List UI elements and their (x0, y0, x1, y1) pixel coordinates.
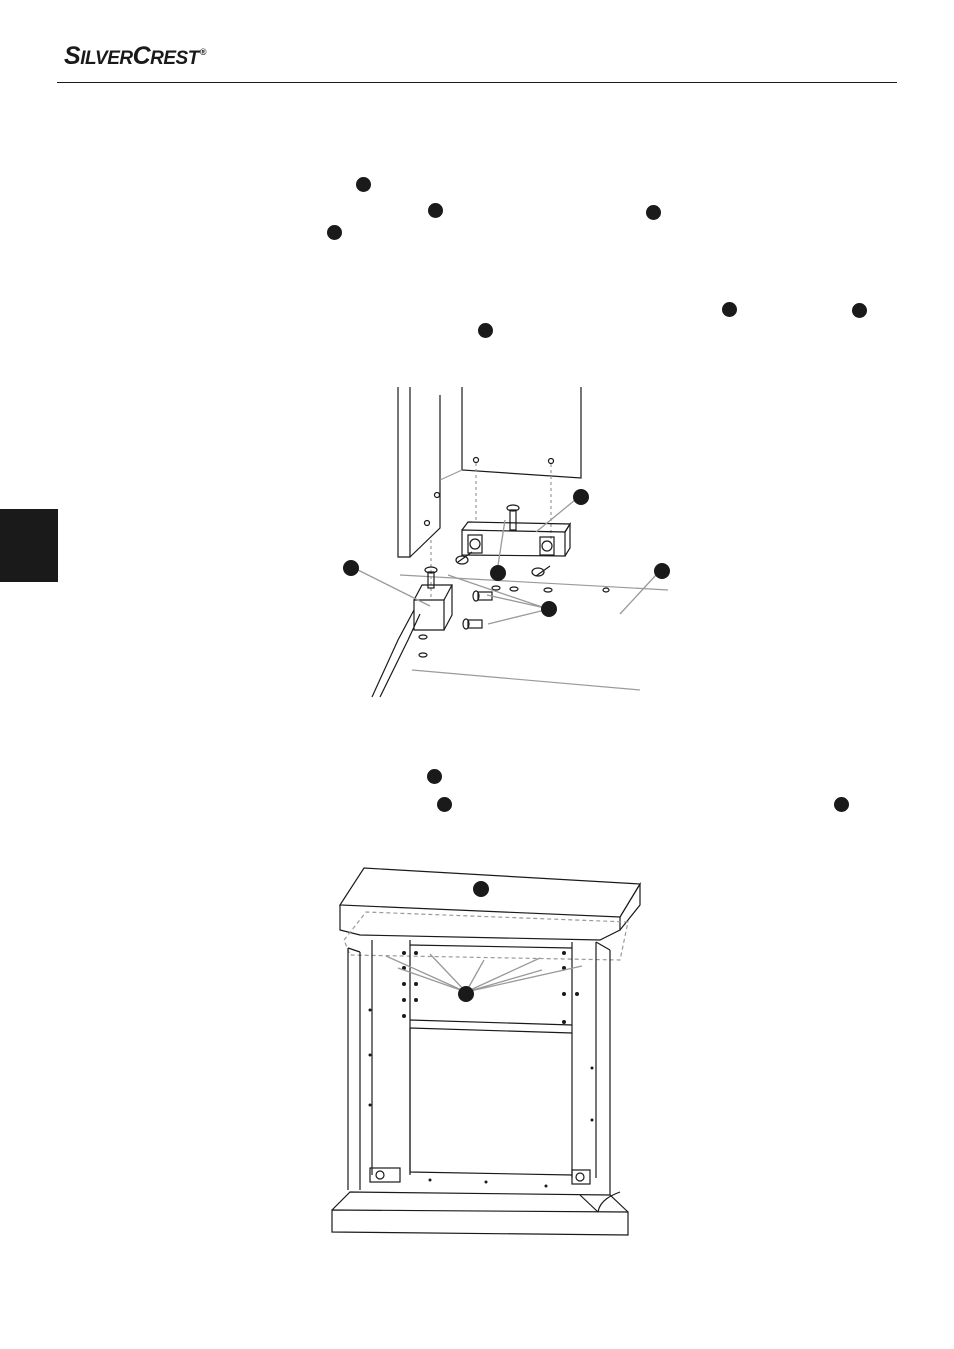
callout-dot (490, 565, 506, 581)
callout-dot-ref-10 (834, 797, 849, 812)
callout-dot (343, 560, 359, 576)
callout-dot (458, 986, 474, 1002)
callout-dot (654, 563, 670, 579)
callout-dot-ref-8 (427, 769, 442, 784)
callout-dot-ref-4 (327, 225, 342, 240)
header-rule (57, 82, 897, 83)
callout-dot-ref-6 (852, 303, 867, 318)
callout-dot-ref-5 (722, 302, 737, 317)
callout-dot-ref-1 (356, 177, 371, 192)
callout-dot-ref-2 (428, 203, 443, 218)
silvercrest-logo: SILVERCREST® (64, 42, 207, 70)
callout-dot (573, 489, 589, 505)
language-tab (0, 509, 58, 582)
callout-dot-ref-3 (646, 205, 661, 220)
callout-dot (473, 881, 489, 897)
registered-mark: ® (199, 46, 207, 57)
callout-dot-ref-9 (437, 797, 452, 812)
callout-dot-ref-7 (478, 323, 493, 338)
callout-dot (541, 601, 557, 617)
